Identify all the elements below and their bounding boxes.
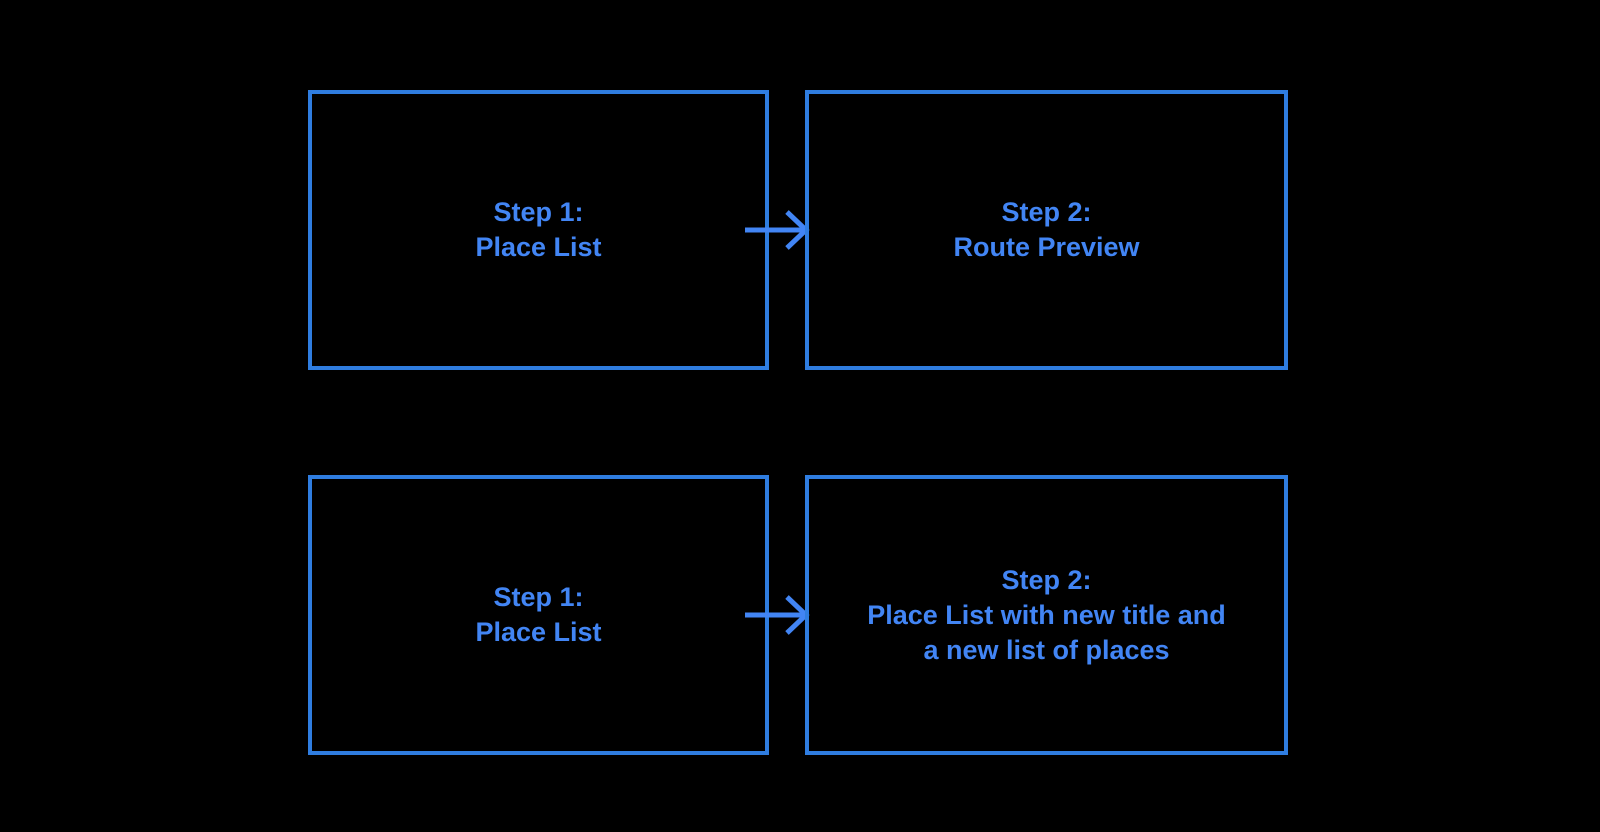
node-label: Step 1: Place List [475,197,602,262]
node-label: Step 1: Place List [475,582,602,647]
arrow-connector [735,593,815,637]
flow-row-route-preview: Step 1: Place List Step 2: Route Preview [0,85,1600,375]
node-label: Step 2: Route Preview [953,197,1140,262]
node-box-step1-place-list[interactable]: Step 1: Place List [308,475,769,755]
node-box-step2-route-preview[interactable]: Step 2: Route Preview [805,90,1288,370]
node-box-step1-place-list[interactable]: Step 1: Place List [308,90,769,370]
arrow-connector [735,208,815,252]
node-label: Step 2: Place List with new title and a … [867,564,1226,665]
node-box-step2-place-list-updated[interactable]: Step 2: Place List with new title and a … [805,475,1288,755]
flow-row-place-list-edit: Step 1: Place List Step 2: Place List wi… [0,470,1600,760]
